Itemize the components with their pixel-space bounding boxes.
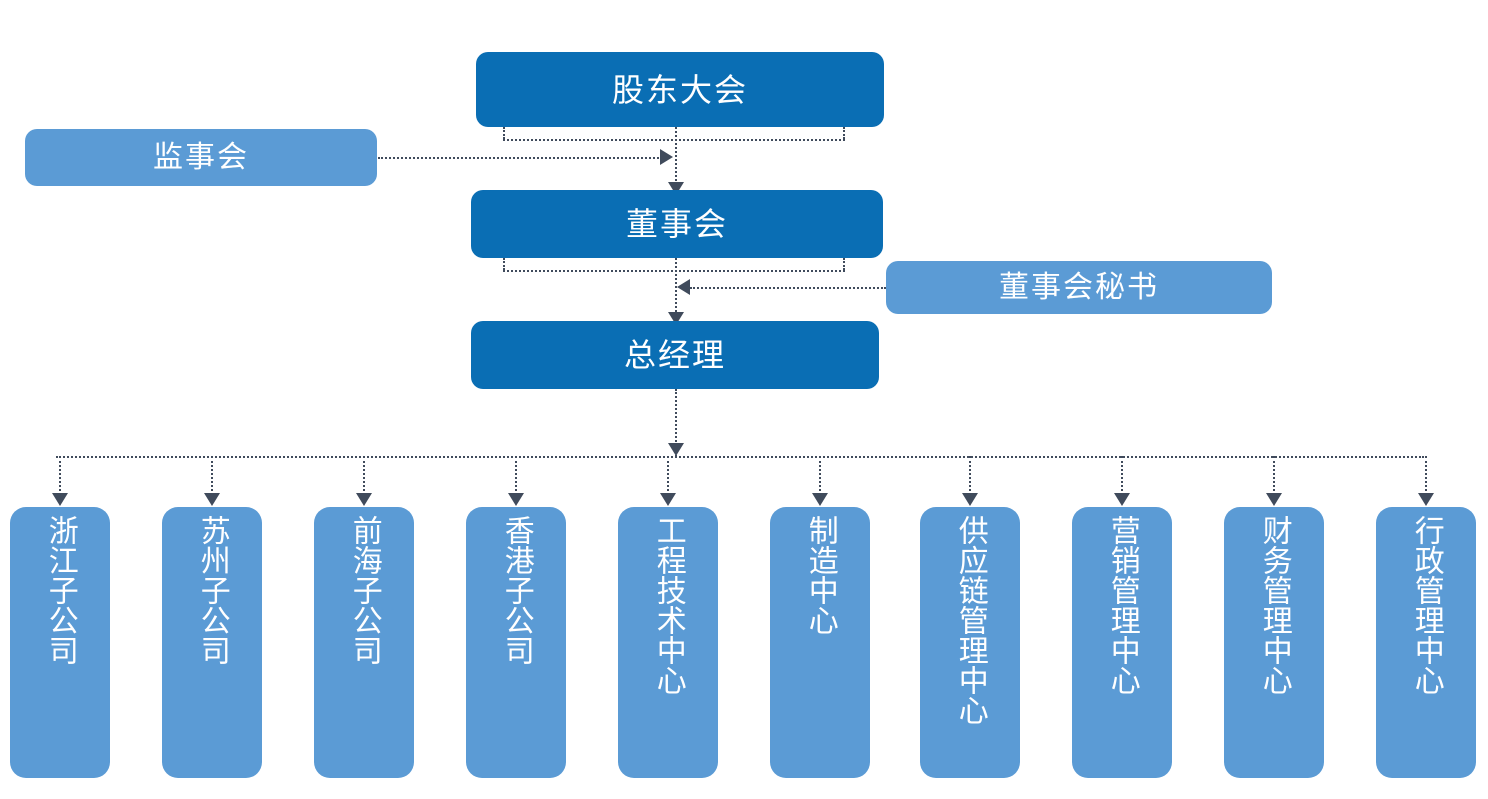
arrowhead-gm-drop xyxy=(668,443,684,456)
arrowhead-to-dept-admin xyxy=(1418,493,1434,506)
node-shareholders-label: 股东大会 xyxy=(611,71,748,108)
arrowhead-supervisors xyxy=(660,149,673,165)
node-general-manager-label: 总经理 xyxy=(623,337,726,373)
node-board[interactable]: 董事会 xyxy=(471,190,883,258)
connector-to-dept-admin xyxy=(1425,456,1427,495)
node-dept-admin[interactable]: 行政管理中心 xyxy=(1376,507,1476,778)
node-dept-marketing[interactable]: 营销管理中心 xyxy=(1072,507,1172,778)
connector-shareholders-right-stub xyxy=(843,127,845,139)
arrowhead-to-dept-finance xyxy=(1266,493,1282,506)
arrowhead-secretary xyxy=(677,279,690,295)
node-dept-hongkong-label: 香港子公司 xyxy=(499,515,533,665)
node-dept-marketing-label: 营销管理中心 xyxy=(1105,515,1139,695)
node-supervisors[interactable]: 监事会 xyxy=(25,129,377,186)
node-dept-admin-label: 行政管理中心 xyxy=(1409,515,1443,695)
connector-shareholders-bracket xyxy=(503,139,845,141)
node-dept-manufacturing[interactable]: 制造中心 xyxy=(770,507,870,778)
node-dept-zhejiang-label: 浙江子公司 xyxy=(43,515,77,665)
connector-to-dept-marketing xyxy=(1121,456,1123,495)
connector-to-dept-finance xyxy=(1273,456,1275,495)
arrowhead-to-dept-manufacturing xyxy=(812,493,828,506)
connector-to-dept-supplychain xyxy=(969,456,971,495)
node-dept-zhejiang[interactable]: 浙江子公司 xyxy=(10,507,110,778)
node-dept-engineering-label: 工程技术中心 xyxy=(651,515,685,695)
node-dept-suzhou[interactable]: 苏州子公司 xyxy=(162,507,262,778)
connector-board-bracket xyxy=(503,270,845,272)
arrowhead-to-dept-engineering xyxy=(660,493,676,506)
node-board-secretary-label: 董事会秘书 xyxy=(999,270,1159,304)
node-dept-finance[interactable]: 财务管理中心 xyxy=(1224,507,1324,778)
node-board-secretary[interactable]: 董事会秘书 xyxy=(886,261,1272,314)
connector-to-dept-manufacturing xyxy=(819,456,821,495)
node-shareholders[interactable]: 股东大会 xyxy=(476,52,884,127)
connector-to-dept-engineering xyxy=(667,456,669,495)
node-dept-finance-label: 财务管理中心 xyxy=(1257,515,1291,695)
connector-supervisors-to-board xyxy=(378,157,662,159)
node-dept-qianhai[interactable]: 前海子公司 xyxy=(314,507,414,778)
connector-department-bus xyxy=(56,456,1424,458)
connector-shareholders-to-board xyxy=(675,127,677,189)
arrowhead-to-dept-zhejiang xyxy=(52,493,68,506)
arrowhead-to-dept-supplychain xyxy=(962,493,978,506)
connector-board-left-stub xyxy=(503,258,505,270)
node-dept-suzhou-label: 苏州子公司 xyxy=(195,515,229,665)
connector-board-right-stub xyxy=(843,258,845,270)
connector-to-dept-zhejiang xyxy=(59,456,61,495)
arrowhead-to-dept-marketing xyxy=(1114,493,1130,506)
node-supervisors-label: 监事会 xyxy=(153,140,249,174)
connector-shareholders-left-stub xyxy=(503,127,505,139)
connector-to-dept-qianhai xyxy=(363,456,365,495)
arrowhead-to-dept-hongkong xyxy=(508,493,524,506)
arrowhead-to-dept-suzhou xyxy=(204,493,220,506)
node-general-manager[interactable]: 总经理 xyxy=(471,321,879,389)
node-dept-supplychain[interactable]: 供应链管理中心 xyxy=(920,507,1020,778)
node-dept-manufacturing-label: 制造中心 xyxy=(803,515,837,635)
connector-secretary-to-board xyxy=(690,287,886,289)
node-dept-hongkong[interactable]: 香港子公司 xyxy=(466,507,566,778)
connector-to-dept-suzhou xyxy=(211,456,213,495)
connector-gm-drop xyxy=(675,389,677,457)
node-board-label: 董事会 xyxy=(625,206,728,242)
node-dept-supplychain-label: 供应链管理中心 xyxy=(953,515,987,725)
arrowhead-to-dept-qianhai xyxy=(356,493,372,506)
connector-to-dept-hongkong xyxy=(515,456,517,495)
node-dept-qianhai-label: 前海子公司 xyxy=(347,515,381,665)
node-dept-engineering[interactable]: 工程技术中心 xyxy=(618,507,718,778)
connector-board-to-gm xyxy=(675,258,677,320)
